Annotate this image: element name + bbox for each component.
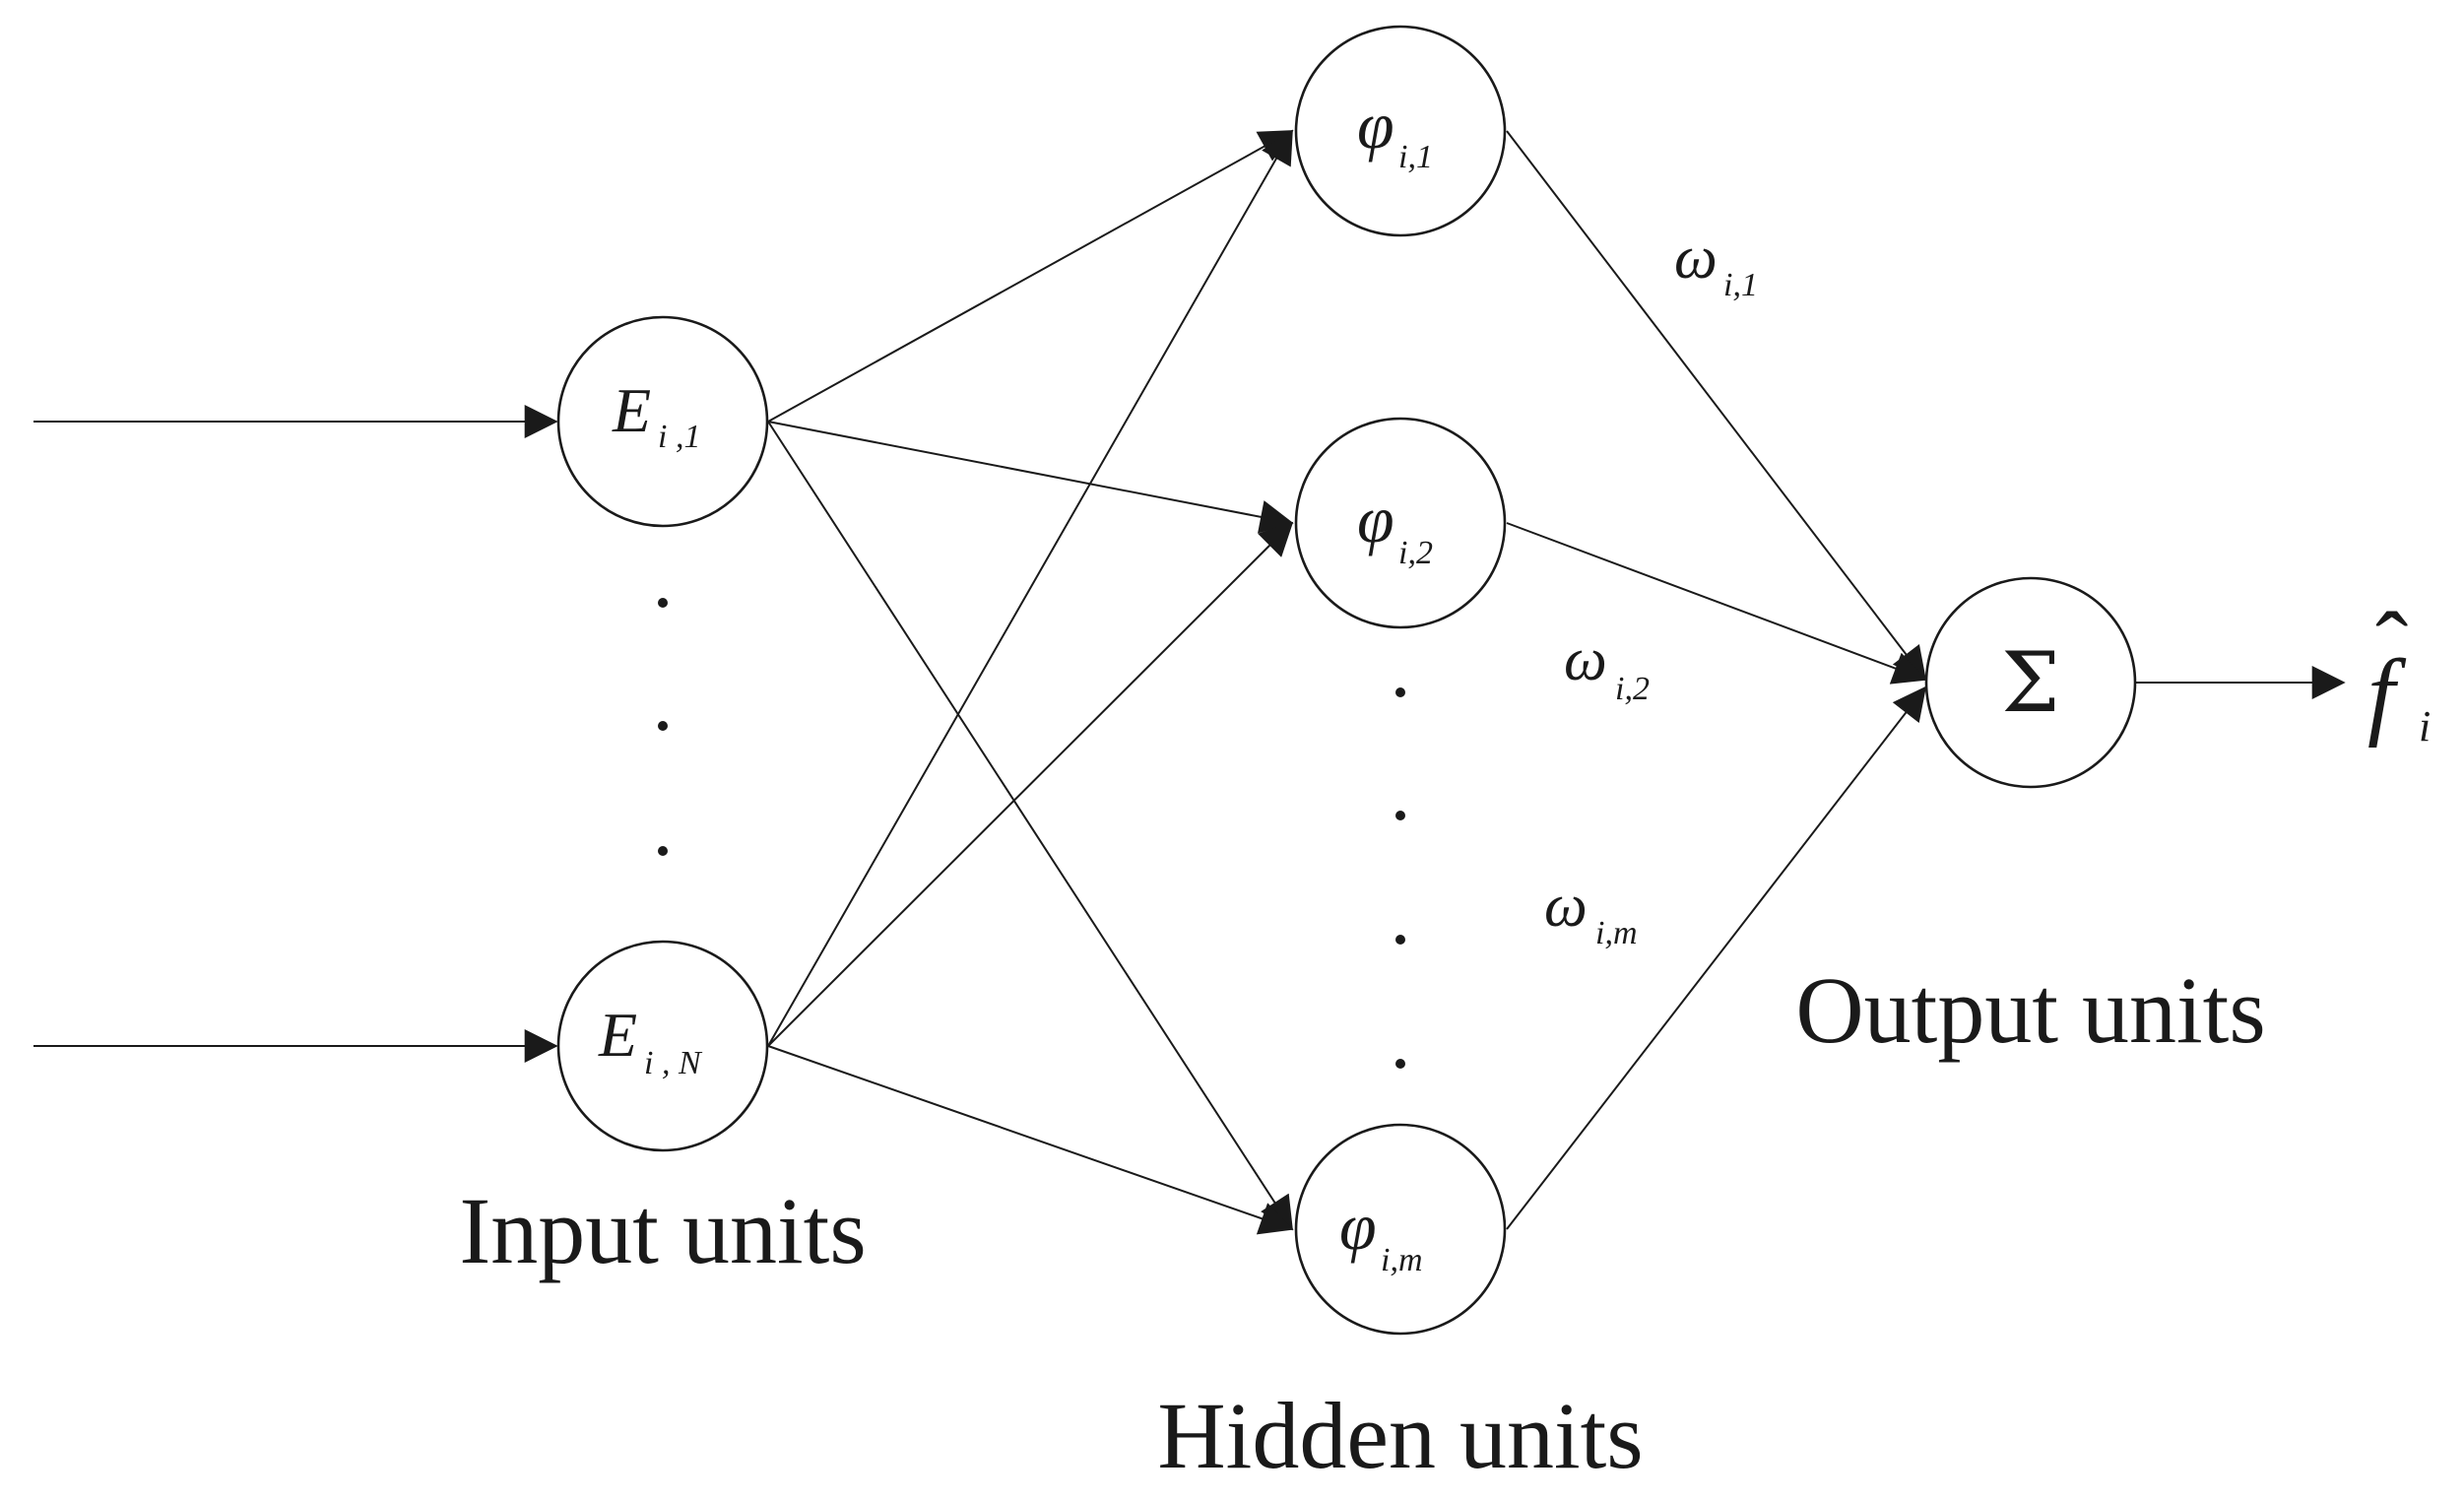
input-node-1: E i ,1	[556, 315, 769, 528]
hidden-ellipsis-dot	[1395, 811, 1405, 820]
input-node-n: E i , N	[556, 940, 769, 1152]
weight-1-subscript: i,1	[1723, 267, 1758, 303]
weight-m-subscript: i,m	[1595, 915, 1638, 951]
hidden-node-2: φ i,2	[1294, 417, 1507, 629]
hidden-node-m-subscript: i,m	[1381, 1242, 1423, 1278]
weight-2-symbol: ω	[1564, 626, 1607, 693]
edge-en-phim	[767, 1045, 1294, 1235]
edge-phi1-sum	[1506, 130, 1927, 682]
edge-e1-phim	[767, 421, 1293, 1231]
edge-phi2-sum	[1506, 522, 1927, 685]
hidden-node-1-subscript: i,1	[1398, 139, 1433, 175]
hidden-node-m: φ i,m	[1294, 1123, 1507, 1336]
hidden-node-m-symbol: φ	[1339, 1189, 1377, 1264]
summation-node: Σ	[1924, 576, 2137, 789]
edge-e1-phi1	[767, 130, 1294, 423]
edge-phim-sum	[1506, 686, 1927, 1230]
edge-en-phi1	[767, 129, 1293, 1047]
hidden-ellipsis-dot	[1395, 1059, 1405, 1069]
weight-label-m: ω i,m	[1544, 873, 1638, 951]
input-ellipsis-dot	[658, 846, 668, 856]
weight-2-subscript: i,2	[1615, 671, 1650, 707]
input-node-n-subscript: i , N	[644, 1045, 703, 1081]
output-value-hat: ˆ	[2375, 592, 2408, 701]
input-ellipsis-dot	[658, 598, 668, 608]
hidden-node-1-symbol: φ	[1357, 88, 1394, 163]
weight-m-symbol: ω	[1544, 873, 1588, 940]
output-value-subscript: i	[2419, 702, 2431, 751]
hidden-node-2-subscript: i,2	[1398, 535, 1433, 571]
input-ellipsis-dot	[658, 721, 668, 731]
hidden-ellipsis-dot	[1395, 687, 1405, 697]
input-units-label: Input units	[459, 1178, 866, 1283]
hidden-ellipsis-dot	[1395, 935, 1405, 945]
sigma-symbol: Σ	[2001, 634, 2059, 731]
hidden-node-1: φ i,1	[1294, 25, 1507, 237]
edge-en-phi2	[767, 521, 1294, 1047]
output-units-label: Output units	[1795, 957, 2265, 1063]
hidden-units-label: Hidden units	[1157, 1383, 1643, 1488]
output-value: f ˆ i	[2367, 592, 2431, 751]
weight-label-1: ω i,1	[1674, 225, 1758, 303]
edge-e1-phi2	[767, 421, 1294, 534]
input-node-1-symbol: E	[612, 375, 651, 445]
weight-label-2: ω i,2	[1564, 626, 1650, 707]
input-node-1-subscript: i ,1	[658, 419, 700, 455]
hidden-node-2-symbol: φ	[1357, 482, 1394, 556]
input-node-n-symbol: E	[598, 1000, 637, 1070]
weight-1-symbol: ω	[1674, 225, 1718, 292]
